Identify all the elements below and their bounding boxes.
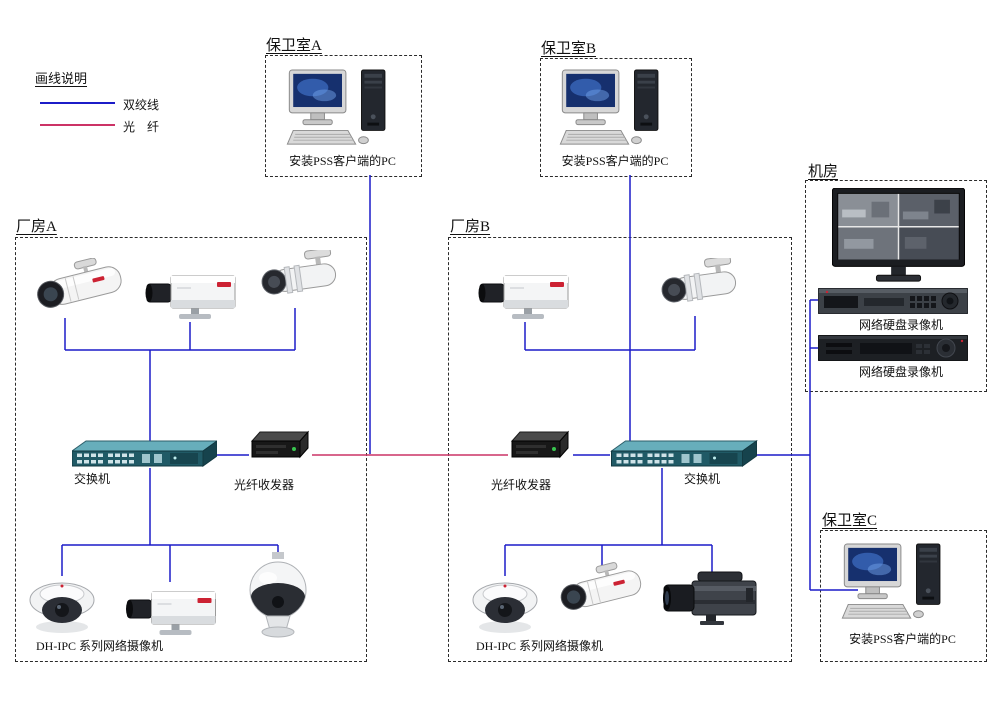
nvr2-label: 网络硬盘录像机 — [858, 365, 943, 379]
camera-a2 — [145, 262, 240, 324]
guard-room-c-box — [820, 530, 987, 662]
server-room-title: 机房 — [808, 164, 839, 180]
camera-b3 — [469, 574, 541, 636]
bullet-camera-icon — [28, 258, 133, 320]
camera-a5 — [118, 578, 228, 640]
camera-b4 — [552, 562, 652, 622]
plant-b-box — [448, 237, 792, 662]
box-camera-icon — [118, 578, 228, 640]
pc-guard-b — [556, 68, 674, 148]
nvr-icon — [818, 288, 968, 314]
cctv-monitor-server-room — [832, 188, 965, 286]
camcorder-camera-icon — [662, 570, 762, 628]
legend-twisted-pair-label: 双绞线 — [123, 98, 160, 112]
camera-a3 — [248, 250, 343, 310]
camera-b5 — [662, 570, 762, 628]
dome-camera-icon — [469, 574, 541, 636]
nvr-2 — [818, 335, 968, 361]
bullet-camera-icon — [648, 258, 743, 318]
pc-client-label-a: 安装PSS客户端的PC — [289, 154, 396, 168]
box-camera-icon — [145, 262, 240, 324]
box-camera-icon — [478, 262, 573, 324]
transceiver-a-label: 光纤收发器 — [234, 478, 295, 492]
camera-b2 — [648, 258, 743, 318]
transceiver-b — [508, 430, 572, 462]
legend-twisted-pair-line — [40, 102, 115, 104]
bullet-camera-icon — [248, 250, 343, 310]
legend-fiber-label: 光 纤 — [123, 120, 160, 134]
switch-a — [72, 440, 217, 470]
switch-b — [610, 440, 758, 470]
server-room-box — [805, 180, 987, 392]
camera-a4 — [26, 574, 98, 636]
bullet-camera-icon — [552, 562, 652, 622]
plant-a-title: 厂房A — [16, 219, 57, 235]
desktop-pc-icon — [283, 68, 401, 148]
legend-fiber-line — [40, 124, 115, 126]
nvr-1 — [818, 288, 968, 314]
pc-guard-a — [283, 68, 401, 148]
nvr-icon — [818, 335, 968, 361]
guard-room-b-box — [540, 58, 692, 177]
legend-title: 画线说明 — [35, 71, 88, 86]
desktop-pc-icon — [838, 542, 956, 622]
fiber-transceiver-icon — [248, 430, 312, 462]
pc-guard-c — [838, 542, 956, 622]
camera-a1 — [28, 258, 133, 320]
dome-camera-icon — [26, 574, 98, 636]
pc-client-label-b: 安装PSS客户端的PC — [561, 154, 669, 168]
nvr1-label: 网络硬盘录像机 — [858, 318, 943, 332]
guard-room-b-title: 保卫室B — [541, 41, 597, 57]
ptz-camera-icon — [244, 552, 312, 640]
guard-room-a-box — [265, 55, 422, 177]
pc-client-label-c: 安装PSS客户端的PC — [849, 632, 956, 646]
plant-a-box — [15, 237, 367, 662]
guard-room-c-title: 保卫室C — [822, 513, 878, 529]
camera-a6 — [244, 552, 312, 640]
fiber-transceiver-icon — [508, 430, 572, 462]
cameras-series-label-b: DH-IPC 系列网络摄像机 — [476, 639, 604, 653]
cameras-series-label-a: DH-IPC 系列网络摄像机 — [36, 639, 164, 653]
switch-b-label: 交换机 — [684, 472, 721, 486]
transceiver-a — [248, 430, 312, 462]
guard-room-a-title: 保卫室A — [266, 38, 322, 54]
cctv-monitor-icon — [832, 188, 965, 286]
network-switch-icon — [610, 440, 758, 470]
transceiver-b-label: 光纤收发器 — [491, 478, 552, 492]
camera-b1 — [478, 262, 573, 324]
desktop-pc-icon — [556, 68, 674, 148]
network-switch-icon — [72, 440, 217, 470]
plant-b-title: 厂房B — [450, 219, 491, 235]
switch-a-label: 交换机 — [74, 472, 111, 486]
